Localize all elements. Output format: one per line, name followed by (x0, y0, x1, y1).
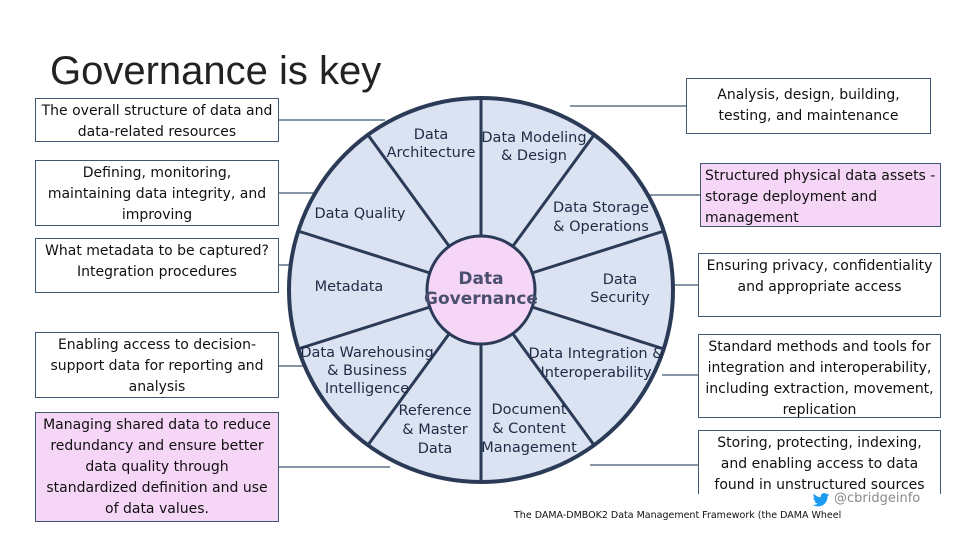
right-box-data-modeling: Analysis, design, building, testing, and… (686, 78, 931, 134)
segment-label-data-security: Security (590, 290, 650, 306)
left-box-metadata: What metadata to be captured? Integratio… (35, 238, 279, 293)
segment-label-data-integration: Interoperability (540, 365, 652, 381)
segment-label-document-content: Document (491, 402, 566, 418)
segment-label-data-security: Data (603, 272, 638, 288)
left-box-reference-master-data: Managing shared data to reduce redundanc… (35, 412, 279, 522)
right-box-data-storage: Structured physical data assets - storag… (700, 163, 941, 227)
segment-label-data-integration: Data Integration & (528, 346, 663, 362)
page-title: Governance is key (50, 49, 382, 93)
left-box-data-warehousing: Enabling access to decision-support data… (35, 332, 279, 398)
segment-label-data-architecture: Data (414, 127, 449, 143)
segment-label-document-content: Management (481, 440, 577, 456)
segment-label-reference-master: Data (418, 441, 453, 457)
wheel-center-label-line2: Governance (424, 289, 538, 309)
left-box-architecture: The overall structure of data and data-r… (35, 98, 279, 142)
twitter-bird-icon (812, 493, 830, 507)
segment-label-data-modeling: Data Modeling (481, 130, 586, 146)
social-handle: @cbridgeinfo (834, 491, 921, 506)
segment-label-data-modeling: & Design (501, 148, 567, 164)
right-box-data-security: Ensuring privacy, confidentiality and ap… (698, 253, 941, 317)
segment-label-data-quality: Data Quality (314, 206, 405, 222)
segment-label-metadata: Metadata (315, 279, 384, 295)
segment-label-data-warehousing: Intelligence (325, 381, 409, 397)
segment-label-document-content: & Content (492, 421, 566, 437)
segment-label-data-storage: Data Storage (553, 200, 649, 216)
figure-caption: The DAMA-DMBOK2 Data Management Framewor… (514, 510, 842, 521)
segment-label-data-architecture: Architecture (387, 145, 476, 161)
wheel-center-label-line1: Data (458, 269, 503, 289)
segment-label-reference-master: Reference (398, 403, 471, 419)
wheel-center-circle (425, 234, 537, 346)
wheel-spokes (297, 98, 665, 482)
left-box-data-quality: Defining, monitoring, maintaining data i… (35, 160, 279, 226)
right-box-document-content: Storing, protecting, indexing, and enabl… (698, 430, 941, 494)
segment-label-data-warehousing: & Business (327, 363, 407, 379)
right-box-data-integration: Standard methods and tools for integrati… (698, 334, 941, 418)
segment-label-data-warehousing: Data Warehousing (300, 345, 433, 361)
segment-label-reference-master: & Master (402, 422, 467, 438)
segment-label-data-storage: & Operations (553, 219, 649, 235)
